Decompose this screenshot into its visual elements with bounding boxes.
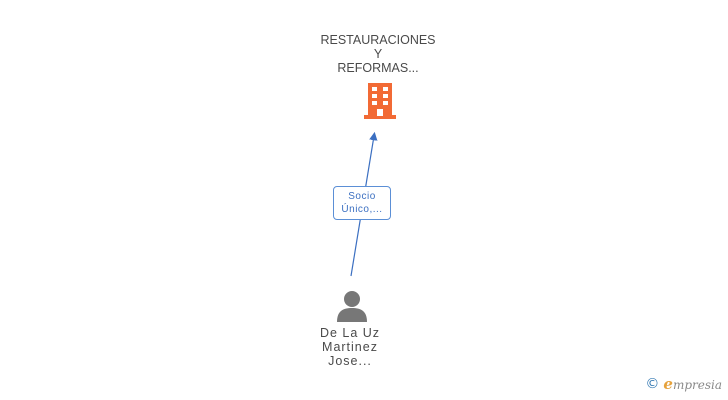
person-name-line-1: De La Uz bbox=[319, 326, 381, 340]
brand-logo-initial: e bbox=[663, 375, 673, 393]
person-name-line-2: Martinez bbox=[322, 340, 378, 354]
brand-logo[interactable]: empresia bbox=[663, 375, 722, 393]
company-name-line-2: Y bbox=[373, 47, 383, 61]
brand-logo-text: mpresia bbox=[672, 378, 722, 392]
person-name[interactable]: De La Uz Martinez Jose... bbox=[290, 326, 410, 368]
copyright-icon: © bbox=[645, 376, 660, 392]
relation-label-line-1: Socio bbox=[348, 191, 376, 202]
copyright-footer: © empresia bbox=[645, 374, 722, 394]
relation-badge[interactable]: Socio Único,... bbox=[333, 186, 391, 220]
person-icon[interactable] bbox=[335, 289, 369, 323]
relation-label-line-2: Único,... bbox=[341, 204, 383, 215]
company-name-line-3: REFORMAS... bbox=[337, 61, 419, 75]
company-name[interactable]: RESTAURACIONES Y REFORMAS... bbox=[298, 33, 458, 75]
company-name-line-1: RESTAURACIONES bbox=[320, 33, 436, 47]
person-name-line-3: Jose... bbox=[328, 354, 372, 368]
building-icon[interactable] bbox=[362, 82, 398, 120]
